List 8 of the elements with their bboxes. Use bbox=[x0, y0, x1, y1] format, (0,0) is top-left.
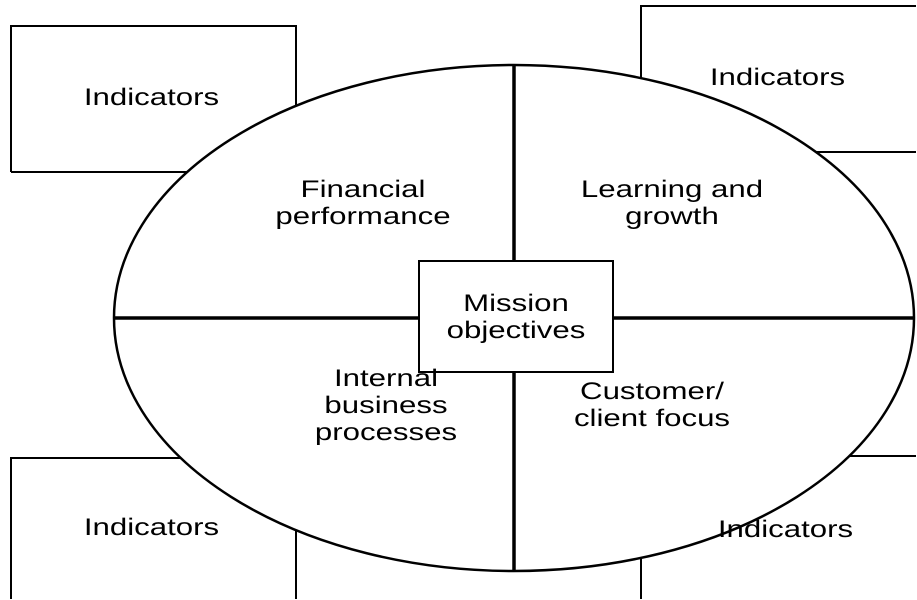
quadrant-label: Learning and growth bbox=[555, 176, 789, 230]
box-label: Indicators bbox=[708, 64, 846, 91]
quadrant-label: Customer/ client focus bbox=[554, 378, 750, 432]
quadrant-label: Internal business processes bbox=[288, 365, 484, 446]
quadrant-label: Financial performance bbox=[246, 176, 480, 230]
box-label: Indicators bbox=[82, 84, 220, 111]
box-label: Mission objectives bbox=[446, 290, 586, 344]
box-label: Indicators bbox=[82, 514, 220, 541]
